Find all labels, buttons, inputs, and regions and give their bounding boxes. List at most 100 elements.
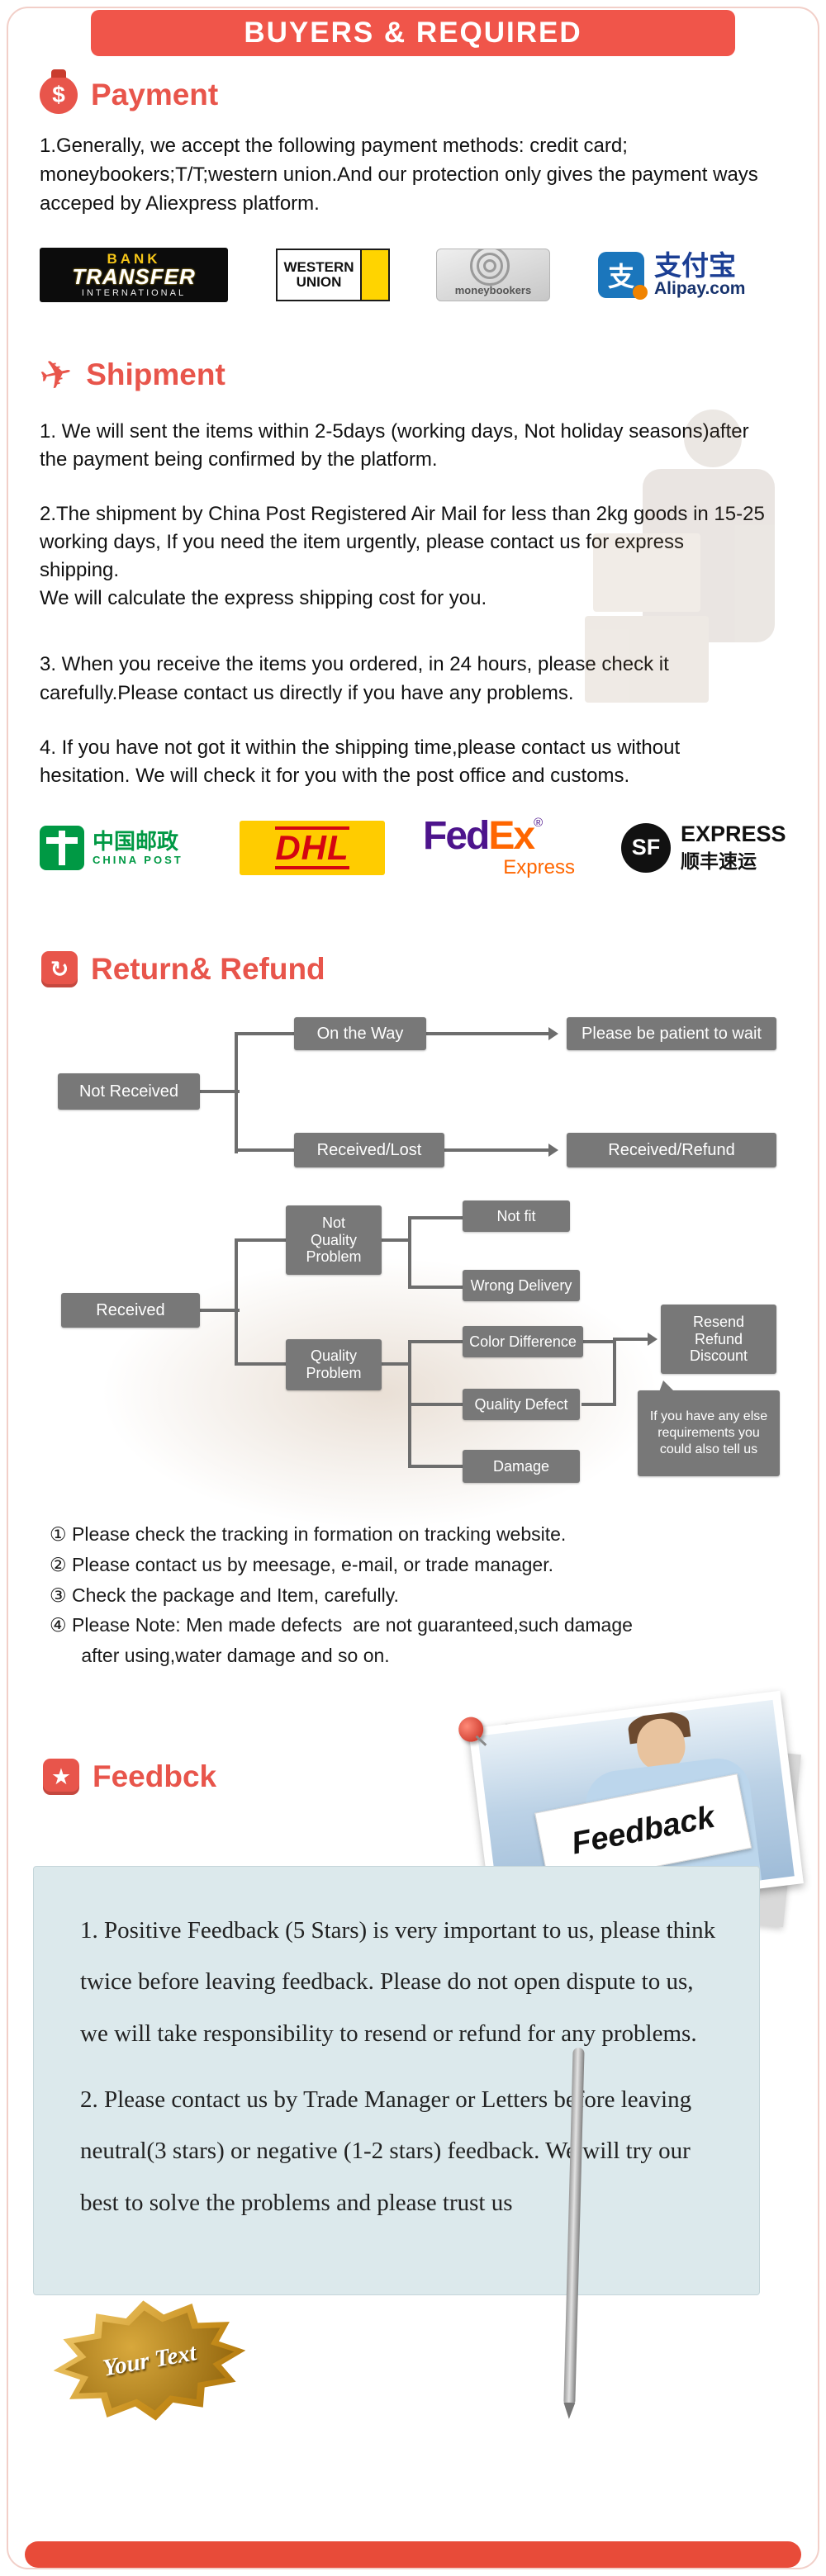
flow-line <box>582 1403 616 1406</box>
feedback-paragraph-1: 1. Positive Feedback (5 Stars) is very i… <box>80 1917 716 2047</box>
shipment-section: ✈ Shipment 1. We will sent the items wit… <box>36 350 791 879</box>
sf-chinese-word: 顺丰速运 <box>681 850 757 872</box>
feedback-sign-text: Feedback <box>568 1799 718 1862</box>
payment-header: $ Payment <box>40 69 791 114</box>
sf-text: EXPRESS 顺丰速运 <box>681 822 786 874</box>
return-refund-title: Return& Refund <box>91 952 325 986</box>
feedback-header: ★ Feedbck <box>43 1759 216 1795</box>
ex-word: Ex <box>488 813 535 858</box>
badge-text-wrap: Your Text <box>47 2290 252 2431</box>
shipment-logo-row: 中国邮政 CHINA POST DHL FedEx® Express SF EX… <box>40 813 791 879</box>
pushpin-icon <box>457 1715 485 1744</box>
return-flowchart: On the Way Please be patient to wait Not… <box>25 1009 801 1529</box>
flow-line <box>235 1032 297 1035</box>
fedex-wordmark: FedEx® <box>423 813 588 858</box>
shipment-item-3: 3. When you receive the items you ordere… <box>40 653 669 704</box>
western-union-logo: WESTERN UNION <box>276 249 390 302</box>
flow-line <box>200 1309 240 1312</box>
flow-node-not-fit: Not fit <box>463 1200 570 1232</box>
transfer-word: TRANSFER <box>72 264 196 290</box>
flow-node-not-quality-problem: Not Quality Problem <box>286 1205 382 1275</box>
china-post-chinese-word: 中国邮政 <box>93 828 179 854</box>
alipay-mark-icon: 支 <box>598 252 648 301</box>
flow-node-received-refund: Received/Refund <box>567 1133 776 1167</box>
shipment-item-2: 2.The shipment by China Post Registered … <box>40 503 765 610</box>
flow-node-resend-refund-discount: Resend Refund Discount <box>661 1305 776 1374</box>
airplane-icon: ✈ <box>36 350 78 400</box>
flow-node-received-lost: Received/Lost <box>294 1133 444 1167</box>
international-word: INTERNATIONAL <box>81 288 187 299</box>
feedback-title: Feedbck <box>93 1759 217 1793</box>
flow-node-received: Received <box>61 1293 200 1328</box>
flow-line <box>408 1286 463 1289</box>
shipment-items: 1. We will sent the items within 2-5days… <box>40 418 767 790</box>
western-union-yellow-block <box>360 250 388 301</box>
flow-line <box>235 1238 238 1366</box>
payment-section: $ Payment 1.Generally, we accept the fol… <box>40 69 791 303</box>
note-1: ① Please check the tracking in formation… <box>50 1523 567 1545</box>
sf-express-logo: SF EXPRESS 顺丰速运 <box>621 822 786 874</box>
return-refund-header: ↻ Return& Refund <box>41 951 801 987</box>
flow-line <box>408 1216 463 1219</box>
flow-line <box>235 1148 297 1152</box>
return-box-icon: ↻ <box>41 951 78 987</box>
flow-line <box>200 1090 240 1093</box>
flow-line <box>426 1032 550 1035</box>
money-bag-icon: $ <box>40 69 78 114</box>
flow-line <box>613 1338 616 1406</box>
western-union-text: WESTERN UNION <box>278 250 360 300</box>
shipment-header: ✈ Shipment <box>36 350 791 400</box>
flow-line <box>408 1465 463 1468</box>
flow-node-quality-defect: Quality Defect <box>463 1389 580 1420</box>
payment-logo-row: BANK TRANSFER INTERNATIONAL WESTERN UNIO… <box>40 248 791 303</box>
moneybookers-word: moneybookers <box>454 284 532 297</box>
registered-mark: ® <box>534 815 543 830</box>
flow-node-not-received: Not Received <box>58 1073 200 1110</box>
flow-node-damage: Damage <box>463 1450 580 1483</box>
return-notes: ① Please check the tracking in formation… <box>50 1519 801 1671</box>
flow-line <box>235 1362 286 1366</box>
moneybookers-logo: moneybookers <box>436 249 550 302</box>
flow-node-color-difference: Color Difference <box>463 1326 583 1357</box>
alipay-chinese-word: 支付宝 <box>654 249 736 281</box>
sf-circle-icon: SF <box>621 822 671 873</box>
china-post-emblem-icon <box>40 825 84 870</box>
payment-body-text: 1.Generally, we accept the following pay… <box>40 135 758 215</box>
flow-node-wrong-delivery: Wrong Delivery <box>463 1270 580 1301</box>
flow-line <box>382 1238 411 1242</box>
flow-line <box>408 1403 463 1406</box>
union-word: UNION <box>296 274 342 291</box>
feedback-section: ★ Feedbck Feedback 1. Positive Feedback … <box>33 1690 804 2526</box>
flow-node-please-be-patient: Please be patient to wait <box>567 1017 776 1050</box>
dhl-word: DHL <box>275 826 349 869</box>
western-word: WESTERN <box>283 258 354 275</box>
china-post-logo: 中国邮政 CHINA POST <box>40 825 213 870</box>
alipay-logo: 支 支付宝 Alipay.com <box>598 252 745 301</box>
bank-transfer-logo: BANK TRANSFER INTERNATIONAL <box>40 248 228 303</box>
fedex-logo: FedEx® Express <box>423 813 588 879</box>
alipay-url-word: Alipay.com <box>654 278 746 298</box>
alipay-text: 支付宝 Alipay.com <box>654 252 745 299</box>
bank-word: BANK <box>107 251 161 268</box>
fed-word: Fed <box>423 813 490 858</box>
note-4: ④ Please Note: Men made defects are not … <box>50 1614 633 1667</box>
return-refund-section: ↻ Return& Refund <box>25 951 801 1671</box>
feedback-paragraph-2: 2. Please contact us by Trade Manager or… <box>80 2086 692 2216</box>
page-banner: BUYERS & REQUIRED <box>91 10 735 56</box>
dhl-logo: DHL <box>240 820 385 875</box>
your-text-badge: Your Text <box>47 2290 252 2431</box>
flow-node-any-else-requirements: If you have any else requirements you co… <box>638 1380 780 1476</box>
flow-line <box>382 1362 411 1366</box>
footer-red-bar <box>25 2541 801 2568</box>
flow-line <box>408 1216 411 1289</box>
note-2: ② Please contact us by meesage, e-mail, … <box>50 1553 553 1575</box>
shipment-item-4: 4. If you have not got it within the shi… <box>40 736 681 787</box>
note-3: ③ Check the package and Item, carefully. <box>50 1584 399 1606</box>
flow-line <box>408 1340 463 1343</box>
shipment-title: Shipment <box>86 358 225 391</box>
flow-arrow-icon <box>548 1027 558 1040</box>
payment-title: Payment <box>91 78 219 111</box>
china-post-english-word: CHINA POST <box>93 853 183 866</box>
feedback-policy-box: 1. Positive Feedback (5 Stars) is very i… <box>33 1866 760 2295</box>
